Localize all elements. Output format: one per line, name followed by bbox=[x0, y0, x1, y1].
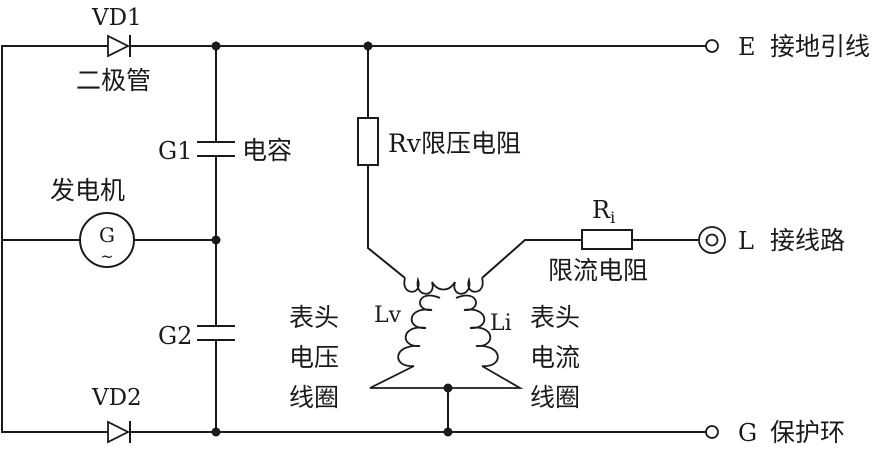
voltage-coil-label-line1: 表头 bbox=[289, 303, 339, 332]
vd2-label: VD2 bbox=[91, 385, 142, 411]
capacitor-g1 bbox=[197, 141, 235, 157]
terminal-l-letter: L bbox=[738, 227, 754, 255]
diode-vd1 bbox=[107, 34, 131, 58]
resistor-ri bbox=[581, 229, 633, 250]
terminal-g-desc: 保护环 bbox=[770, 418, 845, 447]
current-coil-label-line1: 表头 bbox=[530, 303, 580, 332]
resistor-rv bbox=[357, 117, 379, 166]
rv-bottom-wire bbox=[367, 165, 406, 279]
current-coil-label-line3: 线圈 bbox=[530, 383, 580, 412]
g2-label: G2 bbox=[158, 322, 192, 350]
voltage-coil-label-line2: 电压 bbox=[289, 343, 339, 372]
junction-dot bbox=[443, 427, 453, 437]
generator-circle bbox=[79, 212, 135, 268]
terminal-l-inner bbox=[705, 233, 719, 247]
terminal-g-letter: G bbox=[738, 419, 757, 447]
generator-title: 发电机 bbox=[50, 176, 125, 205]
terminal-l-outer[interactable] bbox=[698, 226, 726, 254]
ri-desc-label: 限流电阻 bbox=[548, 256, 648, 285]
generator-wave: ~ bbox=[100, 247, 113, 266]
junction-dot bbox=[443, 383, 453, 393]
ri-label: Ri bbox=[592, 196, 615, 227]
terminal-e-letter: E bbox=[738, 33, 756, 61]
vd1-label: VD1 bbox=[91, 5, 142, 31]
terminal-l-desc: 接线路 bbox=[770, 226, 845, 255]
terminal-e[interactable] bbox=[705, 39, 719, 53]
current-coil bbox=[455, 294, 499, 367]
terminal-e-desc: 接地引线 bbox=[770, 32, 870, 61]
vd1-desc-label: 二极管 bbox=[76, 66, 151, 95]
g1-label: G1 bbox=[158, 137, 192, 165]
ri-subscript: i bbox=[610, 208, 615, 227]
diode-vd2 bbox=[107, 420, 131, 444]
junction-dot bbox=[211, 427, 221, 437]
lv-label: Lv bbox=[374, 303, 402, 328]
capacitor-g2 bbox=[197, 325, 235, 341]
generator-symbol: G bbox=[99, 223, 115, 247]
junction-dot bbox=[211, 41, 221, 51]
junction-dot bbox=[363, 41, 373, 51]
li-label: Li bbox=[490, 311, 512, 336]
ri-left-wire bbox=[481, 239, 582, 279]
rv-label: Rv限压电阻 bbox=[388, 129, 521, 158]
current-coil-label-line2: 电流 bbox=[530, 343, 580, 372]
voltage-coil-label-line3: 线圈 bbox=[289, 383, 339, 412]
junction-dots bbox=[211, 41, 453, 437]
junction-dot bbox=[211, 235, 221, 245]
ri-base: R bbox=[592, 196, 611, 224]
terminal-g[interactable] bbox=[705, 425, 719, 439]
g1-desc-label: 电容 bbox=[242, 136, 292, 165]
meter-coil-assembly bbox=[369, 276, 524, 389]
voltage-coil bbox=[397, 294, 441, 367]
